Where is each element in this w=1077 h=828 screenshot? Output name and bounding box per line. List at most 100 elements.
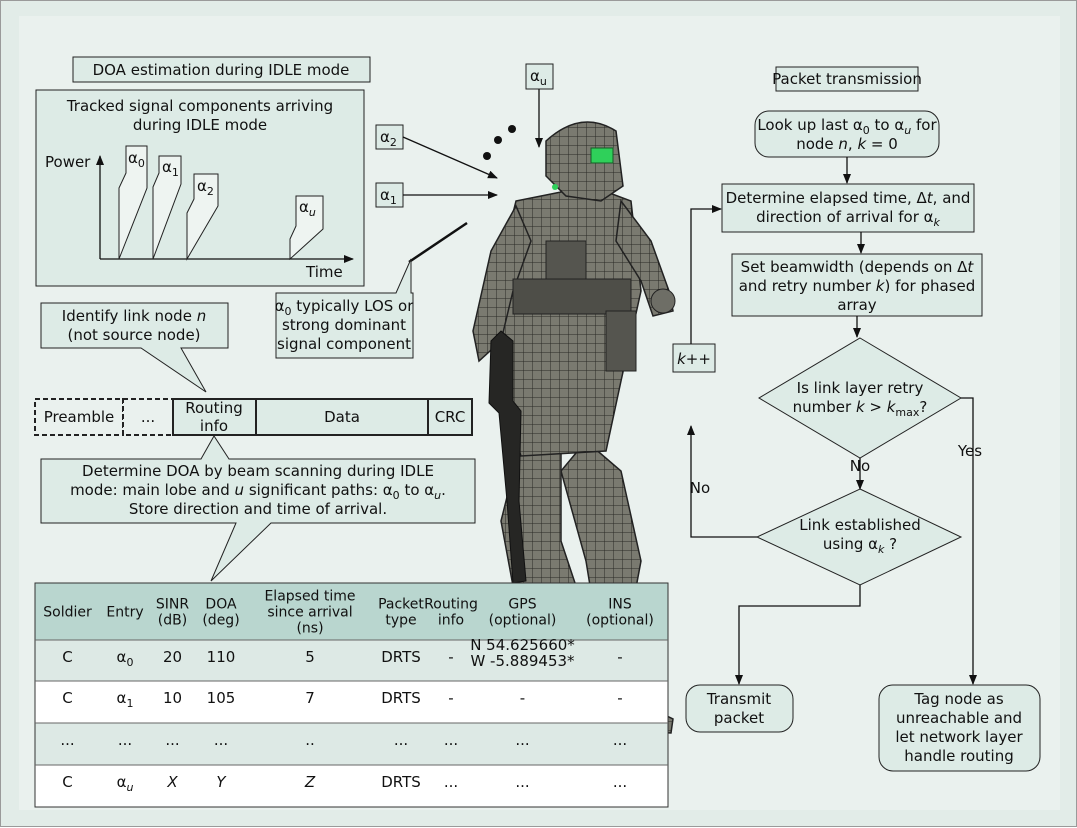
table-cell-doa: ...: [214, 731, 228, 749]
table-cell-soldier: ...: [60, 731, 74, 749]
los-line-1: α0 typically LOS or: [275, 297, 415, 318]
arrow-link-no: [687, 425, 757, 538]
idle-title-box: [72, 56, 371, 83]
table-cell-sinr: 10: [163, 689, 182, 707]
table-header-cell: info: [438, 613, 464, 629]
table-cell-soldier: C: [62, 773, 72, 791]
determine-callout: [40, 435, 476, 582]
soldier-arm-left: [472, 204, 532, 363]
determine-line-3: Store direction and time of arrival.: [129, 500, 387, 518]
los-callout: [275, 258, 414, 359]
table-header-cell: DOA: [205, 597, 237, 613]
field-crc-label: CRC: [435, 408, 466, 426]
field-routing: [172, 398, 257, 436]
alpha-2-arrow: [402, 136, 498, 179]
no-label-link: No: [690, 479, 710, 497]
identify-line-1: Identify link node n: [62, 307, 206, 325]
table-cell-elapsed: Z: [304, 773, 316, 791]
table-cell-sinr: X: [166, 773, 178, 791]
pulse-a2: [186, 173, 219, 261]
tag-line-1: Tag node as: [913, 690, 1004, 708]
tag-line-2: unreachable and: [896, 709, 1022, 727]
link-line-1: Link established: [799, 516, 921, 534]
soldier-radio-light: [552, 184, 558, 190]
field-data-label: Data: [324, 408, 360, 426]
time-label: Time: [305, 263, 343, 281]
arrow-retry-yes: [961, 397, 977, 685]
pulse-label-u: αu: [299, 198, 316, 219]
path-dot-1: [483, 152, 491, 160]
field-crc: [427, 398, 473, 436]
elapsed-line-1: Determine elapsed time, Δt, and: [726, 189, 971, 207]
determine-line-1: Determine DOA by beam scanning during ID…: [82, 462, 434, 480]
table-cell-entry: ...: [118, 731, 132, 749]
soldier-visor: [590, 147, 614, 164]
field-ellipsis: [122, 398, 174, 436]
field-preamble-label: Preamble: [44, 408, 115, 426]
alpha-2-label: α2: [380, 128, 397, 149]
lookup-line-2: node n, k = 0: [796, 135, 898, 153]
table-cell-ptype: DRTS: [381, 648, 421, 666]
yes-label: Yes: [957, 442, 982, 460]
table-cell-gps: ...: [515, 773, 529, 791]
transmit-line-2: packet: [714, 709, 764, 727]
table-header-cell: GPS: [508, 597, 536, 613]
table-cell-routing: -: [448, 689, 453, 707]
alpha-1-label: α1: [380, 186, 397, 207]
tracked-title-2: during IDLE mode: [133, 116, 267, 134]
arrow-kpp-elapsed: [690, 205, 722, 344]
field-routing-label-2: info: [200, 417, 228, 435]
beam-line-3: array: [837, 296, 876, 314]
table-cell-sinr: 20: [163, 648, 182, 666]
table-row-bg: [35, 640, 668, 681]
field-data: [255, 398, 429, 436]
transmit-line-1: Transmit: [706, 690, 771, 708]
pulse-a1: [152, 155, 182, 260]
table-header-cell: (dB): [158, 613, 187, 629]
table-cell-routing: ...: [444, 773, 458, 791]
table-cell-sinr: ...: [165, 731, 179, 749]
table-cell-gps: N 54.625660*: [470, 636, 575, 654]
idle-title: DOA estimation during IDLE mode: [93, 61, 350, 79]
table-cell-ins: -: [617, 689, 622, 707]
los-line-2: strong dominant: [282, 316, 406, 334]
los-pointer-line: [408, 221, 468, 264]
tag-line-3: let network layer: [895, 728, 1023, 746]
table-cell-ptype: DRTS: [381, 773, 421, 791]
elapsed-line-2: direction of arrival for αk: [756, 208, 940, 229]
table-header-cell: since arrival: [267, 605, 352, 621]
power-label: Power: [45, 153, 91, 171]
table-header-cell: Packet: [378, 597, 424, 613]
pulse-label-2: α2: [197, 177, 214, 198]
table-cell-soldier: C: [62, 648, 72, 666]
transmit-box: [685, 684, 794, 733]
path-dot-2: [494, 136, 502, 144]
table-cell-ptype: ...: [394, 731, 408, 749]
table-cell-elapsed: 5: [305, 648, 315, 666]
table-cell-entry: α1: [117, 689, 134, 710]
table-header-cell: type: [385, 613, 416, 629]
lookup-line-1: Look up last α0 to αu for: [757, 116, 937, 137]
alpha-u-box: [525, 63, 554, 90]
beam-line-1: Set beamwidth (depends on Δt: [741, 258, 975, 276]
table-cell-ptype: DRTS: [381, 689, 421, 707]
table-row-bg: [35, 681, 668, 723]
table-row-bg: [35, 765, 668, 807]
soldier-belt: [512, 278, 632, 315]
kpp-label: k++: [677, 350, 711, 368]
table-cell-doa: 105: [207, 689, 236, 707]
table-header-cell: SINR: [156, 597, 189, 613]
table-header-cell: Routing: [424, 597, 478, 613]
soldier-helmet: [545, 121, 624, 202]
soldier-hand-right: [650, 288, 676, 314]
identify-line-2: (not source node): [67, 326, 200, 344]
los-line-3: signal component: [277, 335, 411, 353]
table-header-bg: [35, 583, 668, 640]
field-routing-label-1: Routing: [185, 399, 243, 417]
table-cell-doa: Y: [216, 773, 227, 791]
elapsed-box: [721, 183, 975, 233]
retry-line-2: number k > kmax?: [793, 398, 928, 419]
